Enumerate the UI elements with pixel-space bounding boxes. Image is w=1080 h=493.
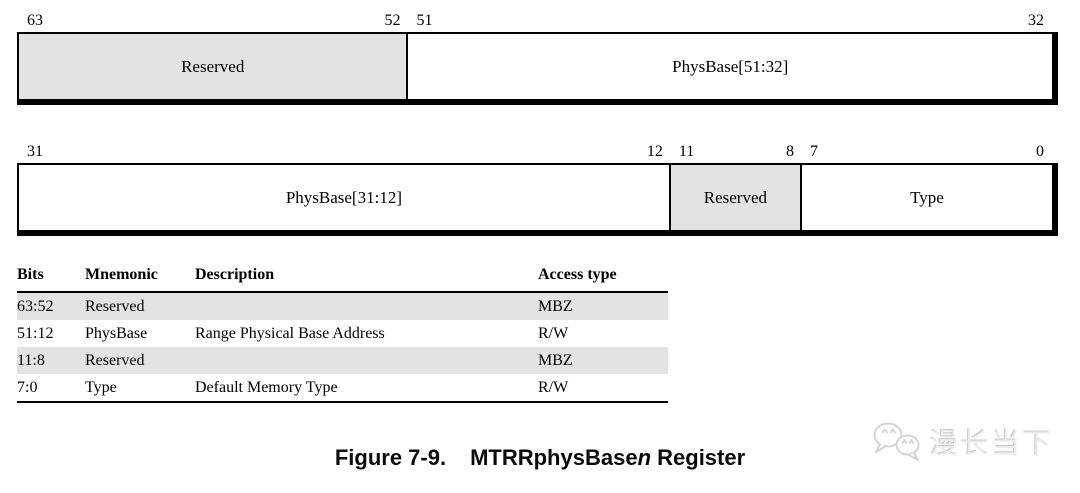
table-cell-bits: 7:0 xyxy=(17,378,38,396)
figure-title-suffix: Register xyxy=(651,445,746,470)
table-row: 51:12 PhysBase Range Physical Base Address… xyxy=(17,320,668,347)
table-cell-description: Default Memory Type xyxy=(195,378,338,396)
bit-number-high: 11 xyxy=(678,143,695,160)
table-cell-description: Range Physical Base Address xyxy=(195,324,385,342)
column-header: Description xyxy=(195,262,538,293)
bit-number-low: 8 xyxy=(786,143,794,160)
table-cell-description xyxy=(195,292,538,320)
bit-label-cell: 63 52 xyxy=(19,4,408,30)
table-cell-bits: 63:52 xyxy=(17,292,85,320)
column-header: Mnemonic xyxy=(85,262,195,293)
table-cell-bits: 51:12 xyxy=(17,324,54,342)
column-header: Access type xyxy=(538,262,668,293)
bit-number-low: 0 xyxy=(1035,143,1044,160)
table-cell-access: MBZ xyxy=(538,292,668,320)
register-box: Reserved PhysBase[51:32] xyxy=(17,32,1058,105)
register-field-label: Reserved xyxy=(181,56,245,76)
bit-labels-row: 63 52 51 32 xyxy=(19,4,1052,30)
register-field: Type xyxy=(802,165,1052,230)
table-cell-access: MBZ xyxy=(538,347,668,374)
bit-label-cell: 31 12 xyxy=(19,135,671,161)
register-field-label: PhysBase[51:32] xyxy=(672,56,789,76)
register-field-label: Type xyxy=(910,187,944,207)
table-cell-mnemonic: Reserved xyxy=(85,347,195,374)
register-field-label: PhysBase[31:12] xyxy=(285,187,402,207)
bit-number-high: 31 xyxy=(27,143,43,160)
figure-caption: Figure 7-9. MTRRphysBasen Register xyxy=(0,445,1080,471)
table-cell-mnemonic: PhysBase xyxy=(85,324,148,342)
table-cell-description xyxy=(195,347,538,374)
figure-title: MTRRphysBase xyxy=(470,445,638,470)
bit-number-high: 63 xyxy=(27,12,43,29)
bit-label-cell: 11 8 xyxy=(671,135,802,161)
bit-number-low: 52 xyxy=(384,12,401,29)
register-field-label: Reserved xyxy=(703,187,768,207)
register-field: Reserved xyxy=(19,34,409,99)
register-field: PhysBase[51:32] xyxy=(408,34,1052,99)
table-cell-mnemonic: Type xyxy=(85,378,117,396)
table-cell-access: R/W xyxy=(538,324,569,342)
watermark-text: 漫长当下 xyxy=(929,428,1054,459)
bit-number-low: 12 xyxy=(646,143,663,160)
watermark: 漫长当下 xyxy=(871,421,1054,463)
table-cell-access: R/W xyxy=(538,378,569,396)
bit-label-cell: 51 32 xyxy=(408,4,1052,30)
register-box: PhysBase[31:12] Reserved Type xyxy=(17,163,1058,236)
register-field: Reserved xyxy=(670,165,802,230)
figure-number: Figure 7-9. xyxy=(334,445,447,470)
table-cell-bits: 11:8 xyxy=(17,347,85,374)
column-header: Bits xyxy=(17,262,85,293)
table-row: 7:0 Type Default Memory Type R/W xyxy=(17,374,668,402)
register-field: PhysBase[31:12] xyxy=(19,165,671,230)
table-cell-mnemonic: Reserved xyxy=(85,292,195,320)
bit-number-low: 32 xyxy=(1027,12,1044,29)
wechat-bubbles-icon xyxy=(871,421,925,463)
figure-title-variable: n xyxy=(637,445,652,470)
bit-number-high: 51 xyxy=(416,12,433,29)
bit-number-high: 7 xyxy=(810,143,818,160)
